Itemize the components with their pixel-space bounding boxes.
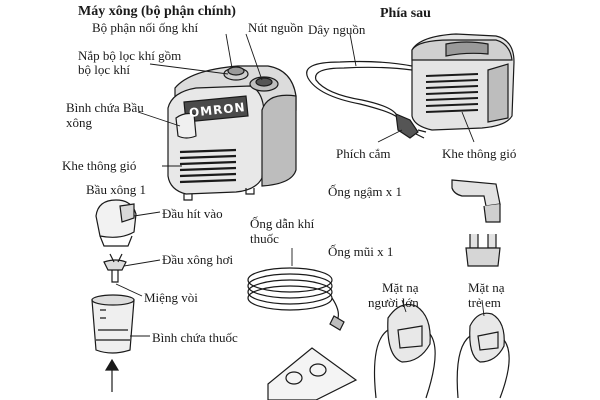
child-mask-label-line2: trẻ em (468, 295, 501, 310)
nasal-piece-label: Ống mũi x 1 (328, 244, 394, 259)
plug-label: Phích cắm (336, 146, 391, 161)
adult-mask-label-line1: Mặt nạ (382, 280, 419, 295)
main-unit-leaders (137, 33, 263, 167)
rear-unit-drawing (306, 33, 515, 139)
air-tube-label-line2: thuốc (250, 231, 279, 246)
nebulizer-holder-label-line2: xông (66, 115, 92, 130)
nebulizer-kit-drawing (91, 199, 137, 392)
accessories-drawing (247, 179, 510, 400)
air-tube-label-line1: Ống dẫn khí (250, 216, 315, 231)
child-mask-label-line1: Mặt nạ (468, 280, 505, 295)
adult-mask-label-line2: người lớn (368, 295, 419, 310)
main-unit-drawing (167, 65, 297, 201)
power-cord-label: Dây nguồn (308, 22, 366, 37)
power-button-label: Nút nguồn (248, 20, 304, 35)
main-air-vent-label: Khe thông gió (62, 158, 137, 173)
nebulizer-kit-leaders (115, 211, 161, 337)
nebulizer-holder-label-line1: Bình chứa Bầu (66, 100, 144, 115)
air-filter-cover-label-line2: bộ lọc khí (78, 62, 130, 77)
nebulizer-kit-title: Bầu xông 1 (86, 182, 146, 197)
mouthpiece-label: Ống ngậm x 1 (328, 184, 403, 199)
air-tube-connector-label: Bộ phận nối ống khí (92, 20, 199, 35)
rear-view-title: Phía sau (380, 6, 431, 21)
accessories-leaders (291, 248, 485, 317)
medication-tank-label: Bình chứa thuốc (152, 330, 238, 345)
vaporizer-head-label: Đầu xông hơi (162, 252, 234, 267)
nozzle-label: Miệng vòi (144, 290, 198, 305)
air-filter-cover-label-line1: Nắp bộ lọc khí gồm (78, 48, 182, 63)
rear-leaders (349, 33, 475, 143)
inhaler-top-label: Đầu hít vào (162, 206, 223, 221)
main-unit-title: Máy xông (bộ phận chính) (78, 4, 236, 19)
rear-air-vent-label: Khe thông gió (442, 146, 517, 161)
